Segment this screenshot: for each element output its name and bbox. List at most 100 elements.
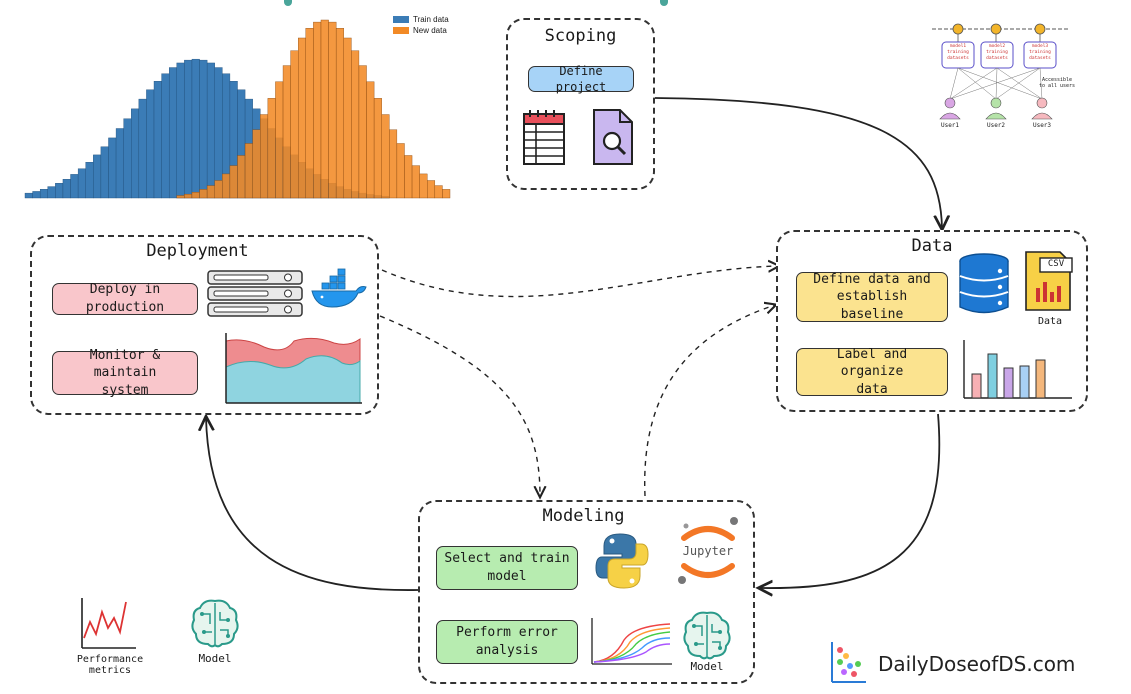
perf-line-2: metrics	[88, 665, 132, 676]
error-analysis-line-1: Perform error	[456, 625, 558, 641]
new-bar	[275, 81, 284, 199]
new-bar	[320, 19, 329, 199]
brand-name: DailyDoseofDS.com	[878, 652, 1076, 676]
define-data-line-2: establish baseline	[836, 289, 908, 322]
train-bar	[131, 108, 140, 199]
database-icon	[959, 253, 1009, 314]
new-bar	[305, 28, 314, 199]
deployment-title: Deployment	[146, 241, 249, 261]
decor-dot	[284, 0, 292, 6]
monitor-line-2: system	[101, 382, 149, 398]
new-bar	[298, 37, 307, 199]
bottom-model-caption: Model	[198, 652, 232, 665]
server-rack-icon	[207, 270, 303, 317]
new-bar	[244, 143, 253, 199]
new-bar	[358, 65, 367, 199]
data-file-caption: Data	[1037, 316, 1063, 327]
new-bar	[373, 98, 382, 199]
train-bar	[39, 189, 48, 199]
train-bar	[176, 62, 185, 199]
decor-dot	[660, 0, 668, 6]
label-organize-line-2: data	[856, 381, 888, 397]
performance-metrics-icon	[81, 598, 136, 649]
new-bar	[282, 65, 291, 199]
bar-chart-icon	[963, 340, 1072, 399]
new-bar	[419, 173, 428, 199]
new-bar	[343, 37, 352, 199]
user-label-2: User2	[986, 122, 1006, 129]
data-title: Data	[911, 236, 953, 256]
train-bar	[138, 98, 147, 199]
train-bar	[24, 192, 33, 199]
deployment-panel: Deployment Deploy in production Monitor …	[30, 235, 379, 415]
error-analysis-box: Perform error analysis	[436, 620, 578, 664]
train-bar	[47, 186, 56, 199]
legend-label-new: New data	[413, 26, 447, 35]
new-bar	[335, 28, 344, 199]
train-bar	[115, 128, 124, 199]
histogram-legend: Train data New data	[393, 14, 461, 36]
csv-file-icon	[1025, 251, 1073, 311]
perf-line-1: Performance	[76, 654, 144, 665]
train-bar	[70, 174, 79, 199]
new-bar	[214, 180, 223, 199]
access-note: Accessible to all users	[1038, 77, 1076, 89]
document-search-icon	[593, 109, 633, 165]
train-bar	[191, 58, 200, 199]
new-bar	[267, 98, 276, 199]
access-box-3: model3 training datasets	[1029, 44, 1051, 61]
new-bar	[381, 114, 390, 199]
train-bar	[62, 179, 71, 199]
user-label-3: User3	[1032, 122, 1052, 129]
error-analysis-line-2: analysis	[475, 643, 539, 658]
train-bar	[108, 137, 117, 199]
train-bar	[77, 168, 86, 199]
select-train-box: Select and train model	[436, 546, 578, 590]
access-box-1: model1 training datasets	[947, 44, 969, 61]
python-icon	[595, 533, 649, 589]
arrow-deployment-to-data	[381, 266, 778, 298]
select-train-line-2: model	[487, 569, 527, 584]
select-train-line-1: Select and train	[444, 551, 570, 567]
new-bar	[260, 114, 269, 199]
arrow-data-to-modeling	[760, 413, 941, 588]
modeling-title: Modeling	[542, 506, 625, 526]
new-bar	[351, 50, 360, 199]
train-bar	[55, 183, 64, 199]
train-bar	[123, 118, 132, 199]
train-bar	[184, 59, 193, 199]
user-access-diagram: model1 training datasets model2 training…	[930, 15, 1075, 135]
new-bar	[404, 155, 413, 199]
error-curves-chart	[591, 618, 672, 665]
csv-label: CSV	[1047, 259, 1065, 269]
new-bar	[434, 185, 443, 199]
train-bar	[146, 89, 155, 199]
label-organize-box: Label and organize data	[796, 347, 948, 397]
jupyter-icon	[678, 517, 738, 584]
new-bar	[389, 129, 398, 199]
deploy-production-box: Deploy in production	[52, 282, 198, 315]
legend-swatch-new	[393, 27, 409, 34]
new-bar	[191, 191, 200, 199]
define-data-box: Define data and establish baseline	[796, 272, 948, 322]
train-bar	[168, 67, 177, 199]
new-bar	[411, 165, 420, 199]
scoping-panel: Scoping Define project	[506, 18, 655, 190]
arrow-scoping-to-data	[654, 97, 942, 228]
new-bar	[199, 189, 208, 199]
distribution-histogram	[24, 19, 451, 199]
train-bar	[153, 81, 162, 199]
new-bar	[222, 173, 231, 199]
train-bar	[85, 162, 94, 199]
brand-logo: DailyDoseofDS.com	[828, 640, 1118, 686]
new-bar	[252, 129, 261, 199]
train-bar	[100, 146, 109, 199]
train-bar	[161, 73, 170, 199]
arrow-modeling-to-data	[644, 305, 775, 497]
performance-metrics-label: Performance metrics	[70, 654, 150, 676]
define-project-box: Define project	[528, 64, 634, 94]
spreadsheet-icon	[523, 110, 565, 165]
arrow-modeling-to-deployment	[206, 418, 419, 591]
new-bar	[442, 189, 451, 199]
